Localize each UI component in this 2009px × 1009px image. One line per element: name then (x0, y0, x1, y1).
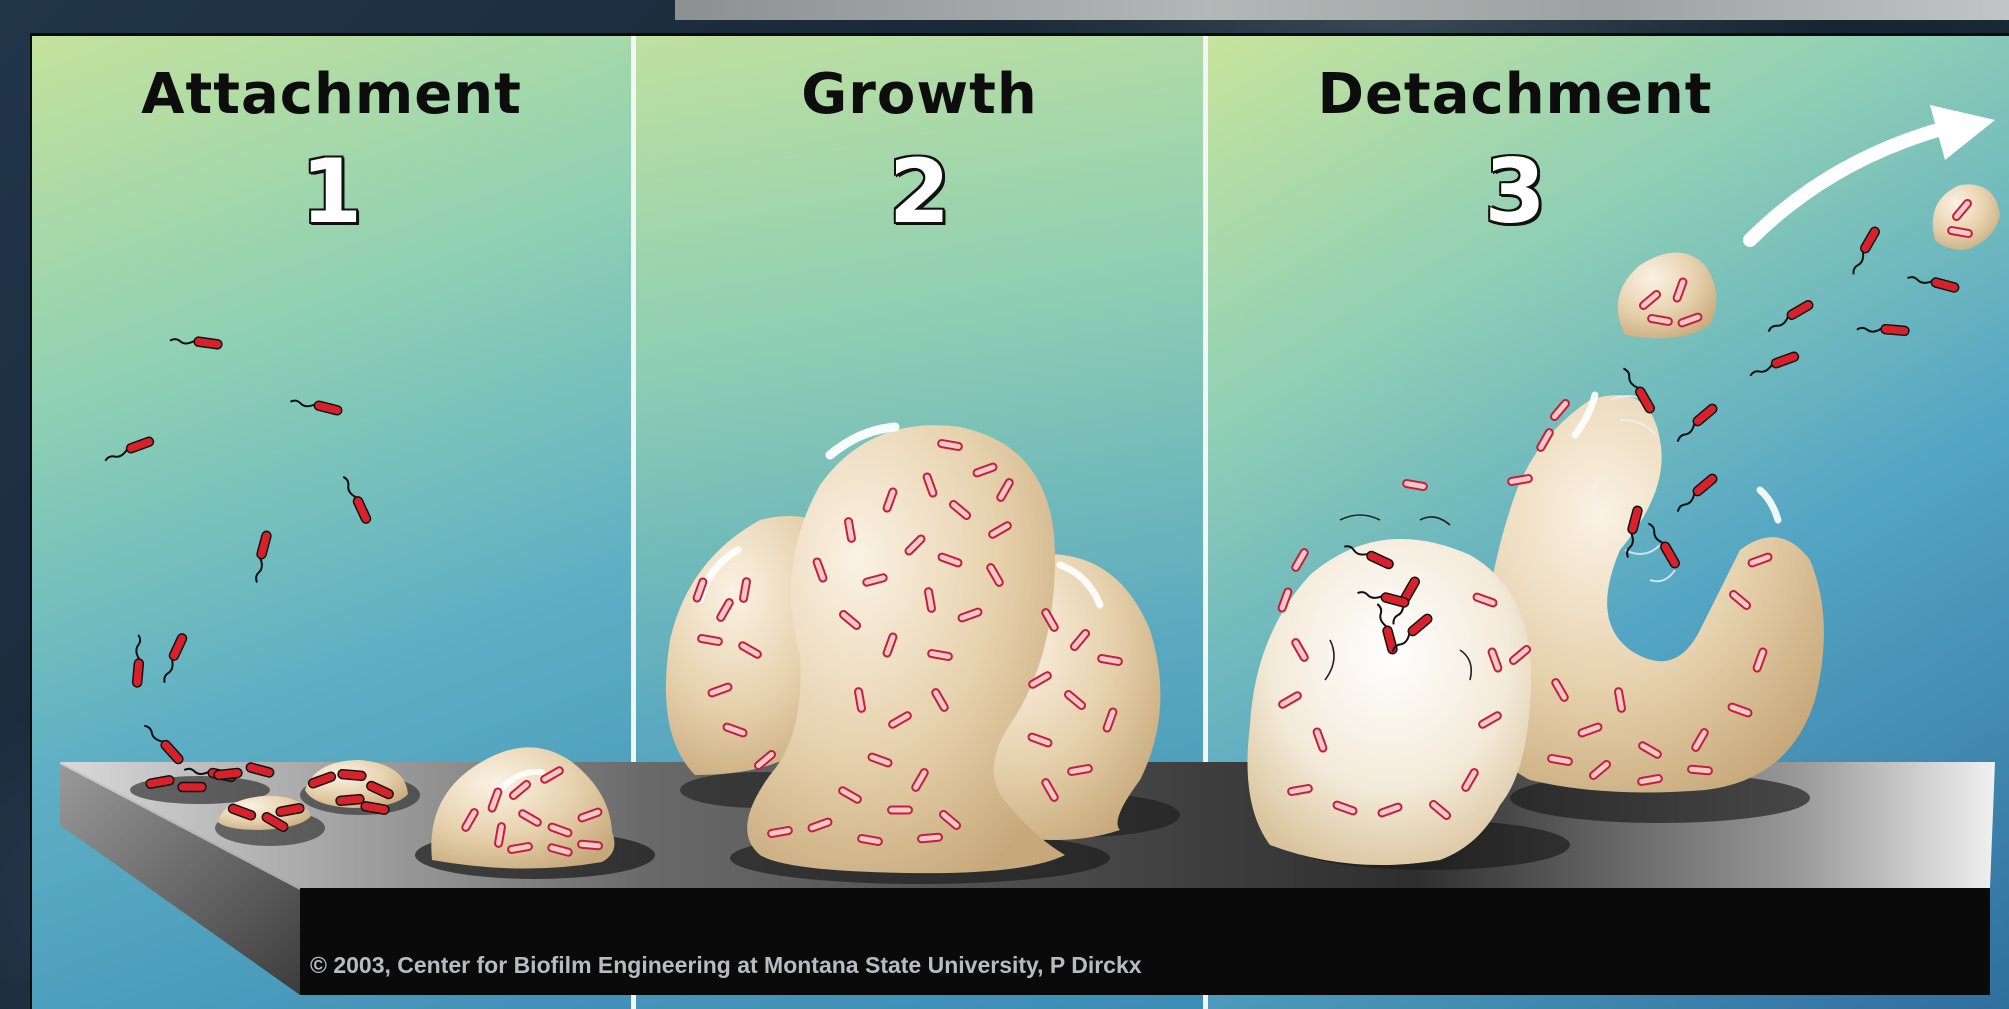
stage-number-1: 1 (32, 140, 631, 243)
stage-title-attachment: Attachment (32, 62, 631, 127)
stage-number-3: 3 (1208, 140, 1822, 243)
stage-number-2: 2 (636, 140, 1203, 243)
attachment-bacteria (103, 333, 372, 782)
copyright-notice: © 2003, Center for Biofilm Engineering a… (310, 952, 1142, 979)
stage-title-detachment: Detachment (1208, 62, 1822, 127)
stage-title-growth: Growth (636, 62, 1203, 127)
